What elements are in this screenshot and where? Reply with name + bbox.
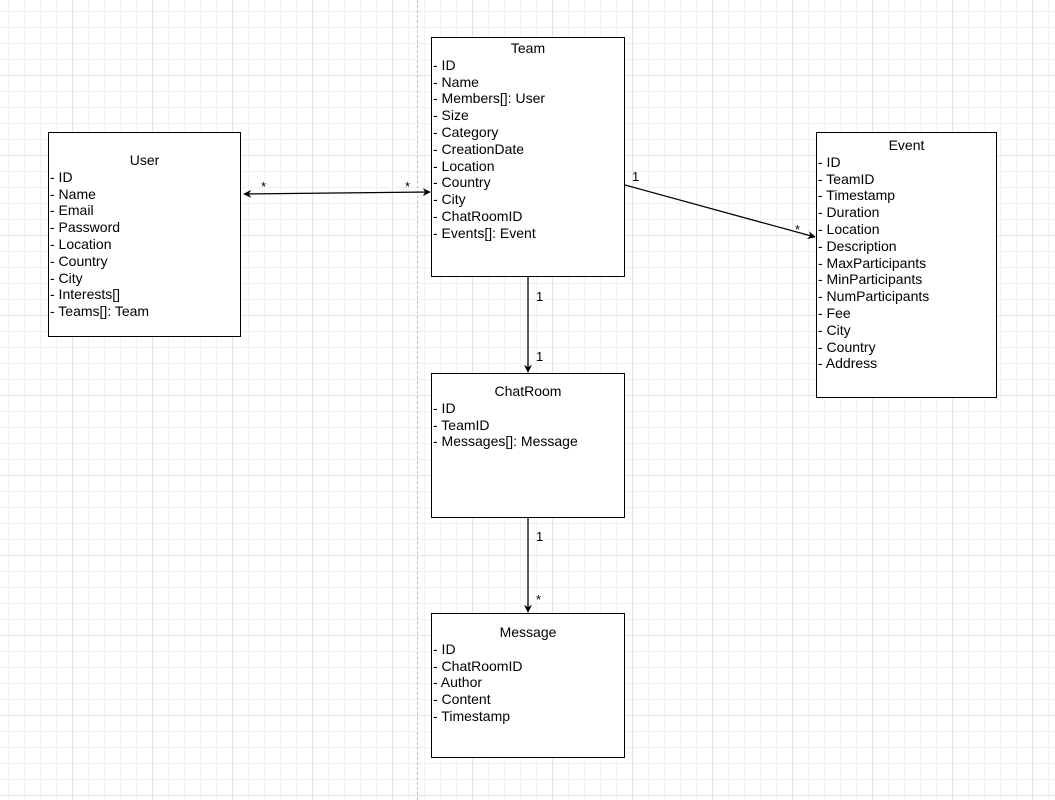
chatroom-entity-box[interactable]: ChatRoom - ID- TeamID- Messages[]: Messa… — [431, 373, 625, 518]
chatroom-attribute: - Messages[]: Message — [433, 433, 578, 450]
team-attribute: - Size — [433, 107, 469, 124]
event-entity-title: Event — [888, 137, 925, 153]
message-attribute-list: - ID- ChatRoomID- Author- Content- Times… — [432, 641, 624, 725]
team-event-from-multiplicity: 1 — [632, 169, 639, 184]
chatroom-entity-title: ChatRoom — [494, 383, 562, 399]
team-attribute: - ID — [433, 56, 456, 73]
team-attribute: - Country — [433, 174, 491, 191]
event-attribute-list: - ID- TeamID- Timestamp- Duration- Locat… — [817, 154, 996, 372]
event-attribute: - Description — [818, 237, 897, 254]
user-attribute: - Password — [50, 219, 121, 236]
user-team-from-multiplicity: * — [261, 179, 266, 194]
message-attribute: - ID — [433, 640, 456, 657]
user-attribute: - Location — [50, 235, 112, 252]
event-attribute: - ID — [818, 153, 841, 170]
team-attribute-list: - ID- Name- Members[]: User- Size- Categ… — [432, 57, 624, 242]
user-entity-title: User — [129, 152, 160, 168]
team-event-connector[interactable] — [624, 184, 816, 239]
chatroom-attribute: - ID — [433, 399, 456, 416]
user-attribute: - City — [50, 269, 83, 286]
team-attribute: - Category — [433, 123, 499, 140]
team-attribute: - Name — [433, 73, 479, 90]
team-chatroom-to-multiplicity: 1 — [536, 349, 543, 364]
user-team-connector[interactable] — [243, 188, 431, 198]
team-attribute: - CreationDate — [433, 140, 525, 157]
user-attribute: - Interests[] — [50, 286, 121, 303]
team-entity-box[interactable]: Team - ID- Name- Members[]: User- Size- … — [431, 37, 625, 277]
team-attribute: - Location — [433, 157, 495, 174]
chatroom-message-to-multiplicity: * — [536, 592, 541, 607]
chatroom-message-from-multiplicity: 1 — [536, 529, 543, 544]
team-attribute: - ChatRoomID — [433, 207, 523, 224]
user-attribute-list: - ID- Name- Email- Password- Location- C… — [49, 169, 240, 320]
team-attribute: - City — [433, 191, 466, 208]
event-attribute: - Address — [818, 355, 878, 372]
event-attribute: - Fee — [818, 304, 851, 321]
team-attribute: - Events[]: Event — [433, 224, 536, 241]
message-entity-title: Message — [499, 624, 557, 640]
user-attribute: - Country — [50, 252, 108, 269]
chatroom-attribute: - TeamID — [433, 416, 490, 433]
event-attribute: - MaxParticipants — [818, 254, 927, 271]
event-attribute: - Timestamp — [818, 187, 896, 204]
team-event-to-multiplicity: * — [795, 222, 800, 237]
team-attribute: - Members[]: User — [433, 90, 546, 107]
event-attribute: - Location — [818, 220, 880, 237]
user-attribute: - Email — [50, 202, 94, 219]
message-attribute: - Author — [433, 674, 483, 691]
team-chatroom-from-multiplicity: 1 — [536, 289, 543, 304]
event-entity-box[interactable]: Event - ID- TeamID- Timestamp- Duration-… — [816, 132, 997, 398]
page-divider-guide — [417, 0, 418, 800]
message-entity-box[interactable]: Message - ID- ChatRoomID- Author- Conten… — [431, 613, 625, 758]
event-attribute: - NumParticipants — [818, 288, 930, 305]
chatroom-attribute-list: - ID- TeamID- Messages[]: Message — [432, 400, 624, 450]
event-attribute: - Duration — [818, 204, 880, 221]
event-attribute: - Country — [818, 338, 876, 355]
message-attribute: - Content — [433, 691, 491, 708]
event-attribute: - City — [818, 321, 851, 338]
user-attribute: - Teams[]: Team — [50, 303, 150, 320]
user-attribute: - ID — [50, 168, 73, 185]
user-team-to-multiplicity: * — [405, 179, 410, 194]
team-entity-title: Team — [510, 40, 546, 56]
event-attribute: - TeamID — [818, 170, 875, 187]
user-attribute: - Name — [50, 185, 96, 202]
user-entity-box[interactable]: User - ID- Name- Email- Password- Locati… — [48, 132, 241, 337]
message-attribute: - Timestamp — [433, 707, 511, 724]
message-attribute: - ChatRoomID — [433, 657, 523, 674]
event-attribute: - MinParticipants — [818, 271, 923, 288]
